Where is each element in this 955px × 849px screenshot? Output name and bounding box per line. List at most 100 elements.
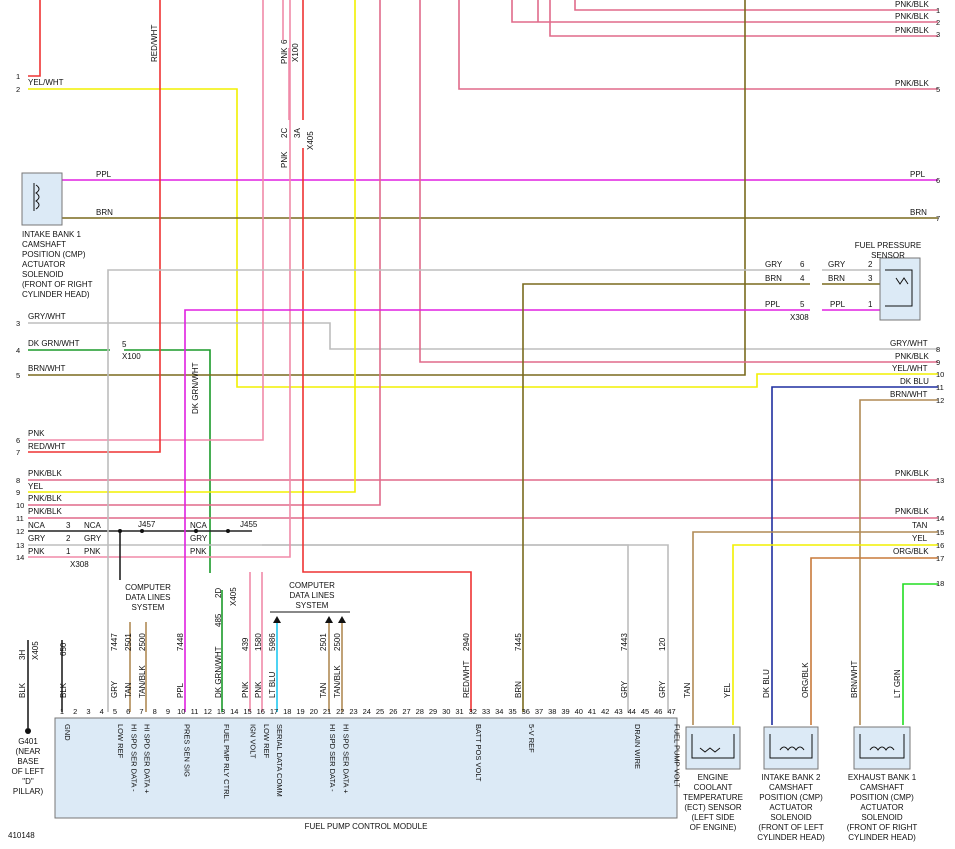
wire-label: DK GRN/WHT	[191, 362, 200, 414]
wire-r11	[771, 386, 938, 725]
left-pin: 11	[16, 514, 24, 523]
caption-line: (FRONT OF LEFT	[758, 823, 823, 832]
module-pin-number: 20	[310, 707, 318, 716]
fuel-pressure-sensor	[879, 257, 921, 321]
wire-label: GRY	[765, 260, 783, 269]
module-pin-function: HI SPD SER DATA -	[328, 724, 337, 792]
caption-line: DATA LINES	[289, 591, 334, 600]
right-pin: 12	[936, 396, 944, 405]
solenoid-coil-icon	[33, 183, 40, 211]
wire-r1	[511, 0, 938, 23]
circuit-number: 439	[241, 637, 250, 651]
arrow-up-icon	[325, 616, 333, 623]
left-pin: 7	[16, 448, 20, 457]
caption-line: (FRONT OF RIGHT	[22, 280, 93, 289]
circuit-number: 2500	[333, 633, 342, 651]
module-pin-number: 2	[73, 707, 77, 716]
caption-line: SYSTEM	[132, 603, 165, 612]
right-pin-numbers: 1 2 3 4 5 6 7 8 9 10 11 12 13 14 15 16 1…	[936, 6, 944, 588]
wire-label: PNK/BLK	[28, 494, 62, 503]
left-pin: 8	[16, 476, 20, 485]
caption-line: CYLINDER HEAD)	[757, 833, 825, 842]
wire-label: PNK/BLK	[28, 507, 62, 516]
splice-dot	[226, 529, 230, 533]
wire-label: BRN	[910, 208, 927, 217]
wire-r15	[692, 531, 938, 725]
module-pin-number: 1	[60, 707, 64, 716]
wire-label: BRN	[828, 274, 845, 283]
wire-r16	[732, 544, 938, 725]
wire-label: YEL	[28, 482, 44, 491]
wire-ppl-fps	[184, 309, 810, 712]
module-pin-function: IGN VOLT	[249, 724, 258, 759]
module-pin-number: 36	[522, 707, 530, 716]
solenoid-coil-icon-3	[859, 734, 905, 759]
wire-l9	[28, 0, 356, 493]
wire-r5	[458, 0, 938, 90]
caption-line: CYLINDER HEAD)	[848, 833, 916, 842]
module-pin-number: 23	[349, 707, 357, 716]
connector-x308: X308	[70, 560, 89, 569]
wire-label: DK BLU	[762, 669, 771, 698]
wire-label: RED/WHT	[462, 661, 471, 698]
wire-label: GRY/WHT	[890, 339, 928, 348]
wire-label: BRN	[765, 274, 782, 283]
left-pin: 4	[16, 346, 20, 355]
wire-label: BRN/WHT	[28, 364, 65, 373]
left-pin: 3	[16, 319, 20, 328]
module-pin-number: 45	[641, 707, 649, 716]
wire-label: PNK	[84, 547, 101, 556]
right-pin: 6	[936, 176, 940, 185]
wire-label: BRN/WHT	[890, 390, 927, 399]
module-pin-number: 33	[482, 707, 490, 716]
circuit-number: 485	[214, 613, 223, 627]
left-pin: 12	[16, 527, 24, 536]
connector-pin: 3	[66, 521, 71, 530]
module-pin-number: 34	[495, 707, 503, 716]
connector-pin: 6	[800, 260, 805, 269]
module-pin-number: 44	[628, 707, 636, 716]
caption-line: POSITION (CMP)	[759, 793, 823, 802]
wire-label: BRN	[514, 681, 523, 698]
connector-pin: 1	[66, 547, 71, 556]
connector-pin: 2	[66, 534, 71, 543]
caption-line: POSITION (CMP)	[22, 250, 86, 259]
module-pin-number: 38	[548, 707, 556, 716]
module-pin-function: PRES SEN SIG	[182, 724, 191, 777]
module-pin-function: HI SPD SER DATA +	[341, 724, 350, 794]
module-pin-function: LOW REF	[116, 724, 125, 759]
wire-r18	[902, 583, 938, 725]
wire-label: PNK/BLK	[28, 469, 62, 478]
left-pin: 14	[16, 553, 24, 562]
caption-line: OF LEFT	[12, 767, 45, 776]
caption-line: SOLENOID	[861, 813, 903, 822]
module-pin-number: 25	[376, 707, 384, 716]
caption-line: EXHAUST BANK 1	[848, 773, 917, 782]
connector-pin: 2D	[214, 588, 223, 598]
wire-label: PNK	[241, 681, 250, 698]
wire-label: GRY	[84, 534, 102, 543]
right-pin: 16	[936, 541, 944, 550]
circuit-number: 1580	[254, 633, 263, 651]
module-pin-number: 3	[86, 707, 90, 716]
module-pin-number: 7	[139, 707, 143, 716]
module-pin-number: 41	[588, 707, 596, 716]
wire-gry-fps	[107, 269, 810, 712]
module-pin-number: 11	[191, 707, 199, 716]
module-pin-number: 35	[508, 707, 516, 716]
caption-line: (ECT) SENSOR	[684, 803, 742, 812]
wire-l3	[28, 322, 938, 350]
module-pin-function: 5-V REF	[527, 724, 536, 753]
wire-r17	[810, 557, 938, 725]
module-pin-number: 8	[153, 707, 157, 716]
wire-label: GRY	[190, 534, 208, 543]
wire-label: BRN/WHT	[850, 661, 859, 698]
vertical-labels: RED/WHT PNK PNK DK GRN/WHT BLK BLK GRY T…	[18, 25, 902, 698]
ground-icon	[25, 728, 31, 734]
module-pin-number: 24	[363, 707, 371, 716]
wire-l6	[28, 0, 264, 441]
module-pin-number: 18	[283, 707, 291, 716]
left-pin: 10	[16, 501, 24, 510]
